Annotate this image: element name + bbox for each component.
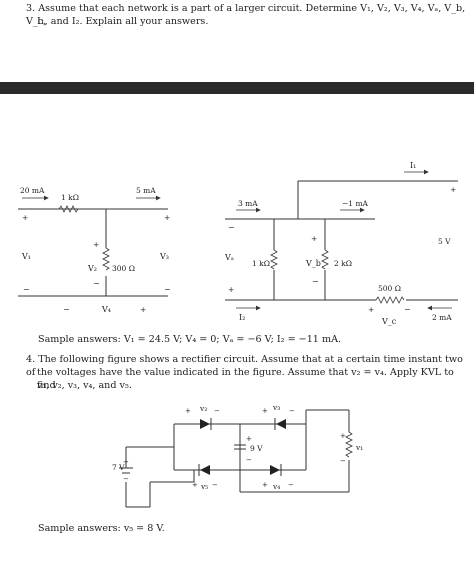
problem3-answer: Sample answers: V₁ = 24.5 V; V₄ = 0; Vₐ … [38, 334, 342, 345]
diode-d5 [200, 465, 210, 475]
label-7v: 7 V [112, 463, 125, 472]
plus-v3: + [164, 213, 170, 222]
diode-d4 [270, 465, 280, 475]
minus-vb: − [312, 277, 319, 286]
label-i2: I₂ [239, 313, 245, 322]
minus-v4: − [63, 305, 70, 314]
label-v1: V₁ [21, 252, 31, 261]
resistor-300-vertical [102, 247, 110, 271]
label-20ma: 20 mA [20, 186, 45, 195]
label-v3: V₃ [159, 252, 169, 261]
plus-v4-rect: + [262, 481, 268, 489]
label-1k-right: 1 kΩ [252, 259, 270, 268]
plus-v3-rect: + [262, 407, 268, 415]
plus-va: + [228, 285, 234, 294]
resistor-2k [321, 249, 329, 270]
minus-v5-rect: − [212, 481, 218, 489]
label-300ohm: 300 Ω [112, 264, 135, 273]
label-v3-rect: v₃ [272, 403, 280, 412]
label-v5-rect: v₅ [200, 482, 208, 491]
label-v1-rect: v₁ [355, 443, 363, 452]
problem3-line2: I₁, and I₂. Explain all your answers. [37, 16, 209, 27]
label-5ma: 5 mA [136, 186, 156, 195]
plus-7v: + [123, 458, 129, 466]
minus-v2-rect: − [214, 407, 220, 415]
label-i1: I₁ [410, 161, 416, 170]
label-9v: 9 V [250, 444, 263, 453]
resistor-500 [375, 296, 405, 304]
label-v4: V₄ [101, 305, 111, 314]
problem4-answer: Sample answers: v₅ = 8 V. [38, 523, 165, 534]
label-5v: 5 V [438, 237, 451, 246]
plus-vc: + [368, 305, 374, 314]
problem4-line2: the voltages have the value indicated in… [37, 367, 454, 391]
load-resistor [345, 431, 353, 458]
resistor-1k-top [58, 205, 79, 213]
problem4-line1: 4. The following figure shows a rectifie… [26, 354, 463, 378]
plus-v4: + [140, 305, 146, 314]
minus-v1: − [23, 285, 30, 294]
label-vb: V_b [305, 259, 321, 268]
plus-5v: + [450, 185, 456, 194]
page-separator-band [0, 82, 474, 94]
plus-v1-rect: + [340, 432, 346, 440]
label-neg1ma: −1 mA [342, 199, 369, 208]
resistor-1k [270, 249, 278, 270]
minus-v3-rect: − [289, 407, 295, 415]
diode-d3 [276, 419, 286, 429]
plus-9v: + [246, 435, 252, 443]
label-v4-rect: v₄ [272, 482, 280, 491]
label-1k: 1 kΩ [61, 193, 79, 202]
plus-vb: + [311, 234, 317, 243]
minus-9v: − [246, 456, 252, 464]
label-va: Vₐ [224, 253, 234, 262]
label-vc: V_c [381, 317, 397, 326]
label-2k: 2 kΩ [334, 259, 352, 268]
rectifier-circuit: + v₂ − + v₃ − + 9 V − + v₁ − + 7 V − + v… [112, 403, 363, 508]
minus-va: − [228, 223, 235, 232]
plus-v1: + [22, 213, 28, 222]
problem3-line1: 3. Assume that each network is a part of… [26, 3, 466, 27]
problem4-line3: v₁, v₂, v₃, v₄, and v₅. [37, 380, 132, 391]
minus-v4-rect: − [288, 481, 294, 489]
minus-v2: − [93, 279, 100, 288]
plus-v2: + [93, 240, 99, 249]
minus-7v: − [123, 475, 129, 483]
label-500ohm: 500 Ω [378, 284, 401, 293]
label-3ma: 3 mA [238, 199, 258, 208]
label-v2: V₂ [87, 264, 97, 273]
plus-v5-rect: + [192, 481, 198, 489]
label-v2-rect: v₂ [199, 404, 207, 413]
minus-vc: − [404, 305, 411, 314]
plus-v2-rect: + [185, 407, 191, 415]
left-network: 20 mA 1 kΩ 5 mA + V₁ − + V₂ − 300 Ω + V₃… [18, 186, 171, 314]
minus-v3: − [164, 285, 171, 294]
diode-d2 [200, 419, 210, 429]
right-network: I₁ + 5 V 3 mA −1 mA − Vₐ + 1 kΩ + V_b − … [224, 161, 458, 326]
label-2ma: 2 mA [432, 313, 452, 322]
minus-v1-rect: − [340, 457, 346, 465]
